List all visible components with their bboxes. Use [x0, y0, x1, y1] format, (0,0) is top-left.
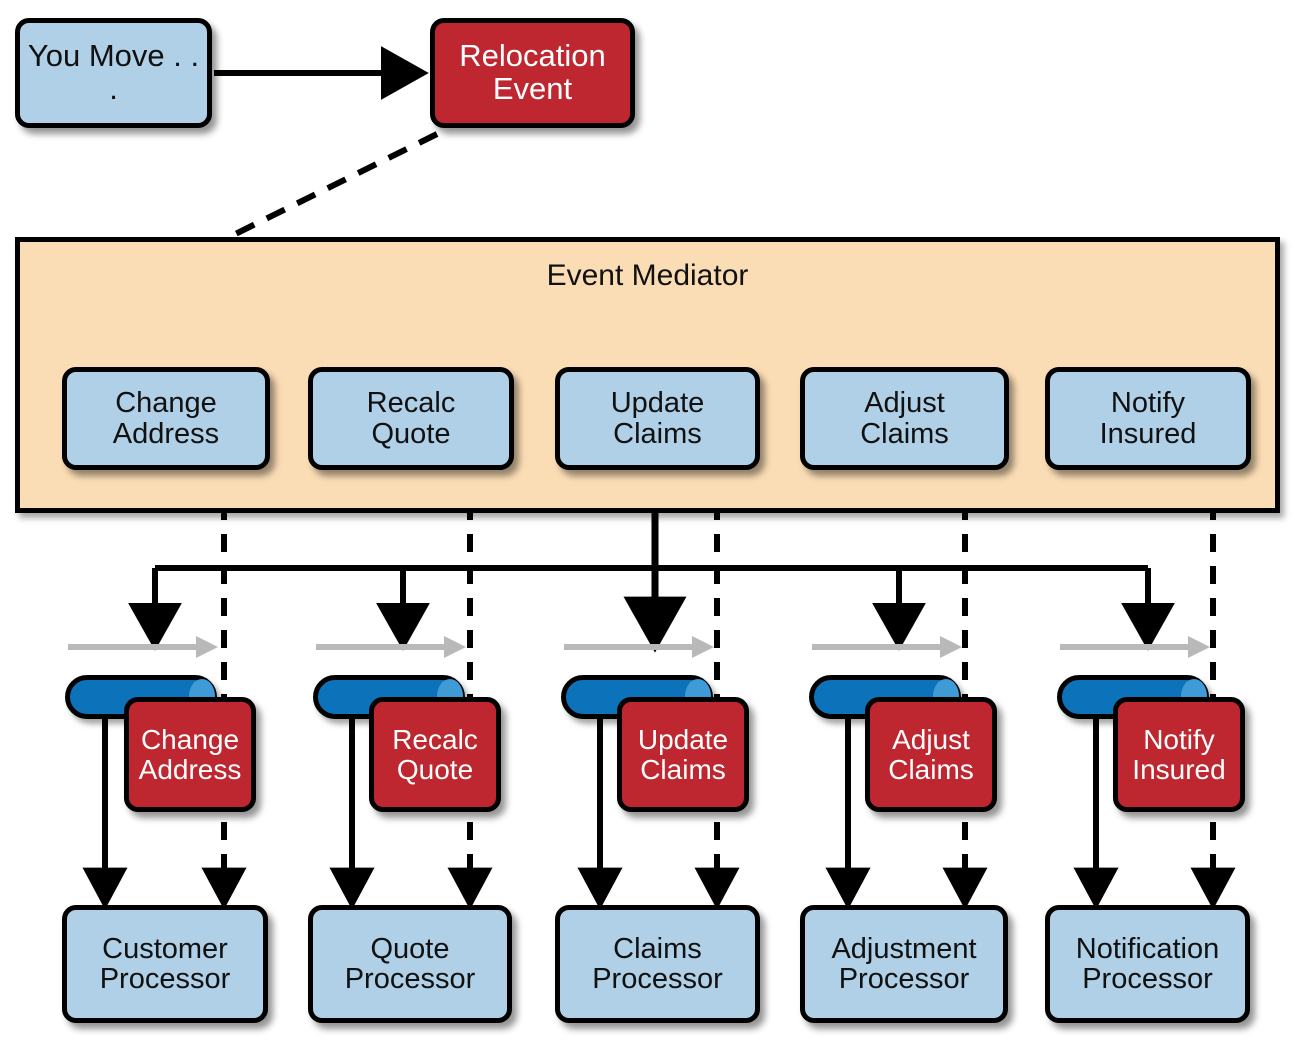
relocation-event-node[interactable]: Relocation Event	[430, 18, 635, 128]
processor-label: Customer Processor	[99, 932, 231, 995]
mediator-step-update-claims[interactable]: Update Claims	[555, 367, 760, 470]
message-flow-arrow-icon	[316, 636, 466, 658]
channel-event-label: Adjust Claims	[888, 724, 974, 785]
channel-event-update-claims[interactable]: Update Claims	[617, 697, 749, 812]
processor-label: Notification Processor	[1075, 932, 1220, 995]
channel-event-label: Notify Insured	[1132, 724, 1226, 785]
mediator-step-adjust-claims[interactable]: Adjust Claims	[800, 367, 1009, 470]
processor-customer[interactable]: Customer Processor	[62, 905, 268, 1023]
mediator-step-label: Update Claims	[610, 387, 705, 450]
mediator-step-label: Change Address	[112, 387, 220, 450]
mediator-step-label: Adjust Claims	[860, 387, 949, 450]
channel-event-recalc-quote[interactable]: Recalc Quote	[369, 697, 501, 812]
channel-event-label: Update Claims	[637, 724, 729, 785]
channel-event-notify-insured[interactable]: Notify Insured	[1113, 697, 1245, 812]
message-flow-arrow-icon	[564, 636, 714, 658]
processor-notification[interactable]: Notification Processor	[1045, 905, 1250, 1023]
channel-event-label: Recalc Quote	[392, 724, 478, 785]
dashed-drop-lines	[201, 470, 1236, 910]
you-move-label: You Move . . .	[27, 38, 200, 106]
processor-label: Quote Processor	[344, 932, 476, 995]
processor-claims[interactable]: Claims Processor	[555, 905, 760, 1023]
queue-to-processor-lines	[82, 712, 1119, 910]
message-flow-arrow-icon	[68, 636, 218, 658]
channel-event-change-address[interactable]: Change Address	[124, 697, 256, 812]
message-flow-arrow-icon	[1060, 636, 1210, 658]
processor-label: Adjustment Processor	[831, 932, 977, 995]
channel-event-adjust-claims[interactable]: Adjust Claims	[865, 697, 997, 812]
relocation-event-label: Relocation Event	[459, 38, 606, 106]
processor-adjustment[interactable]: Adjustment Processor	[800, 905, 1008, 1023]
channel-event-label: Change Address	[138, 724, 242, 785]
mediator-step-recalc-quote[interactable]: Recalc Quote	[308, 367, 514, 470]
channel-distribution-bar	[128, 565, 1175, 651]
processor-quote[interactable]: Quote Processor	[308, 905, 512, 1023]
mediator-step-change-address[interactable]: Change Address	[62, 367, 270, 470]
event-mediator-title: Event Mediator	[546, 259, 749, 292]
mediator-step-label: Notify Insured	[1099, 387, 1197, 450]
mediator-step-notify-insured[interactable]: Notify Insured	[1045, 367, 1251, 470]
processor-label: Claims Processor	[592, 932, 723, 995]
mediator-step-label: Recalc Quote	[366, 387, 456, 450]
you-move-node[interactable]: You Move . . .	[15, 18, 212, 128]
message-flow-arrow-icon	[812, 636, 962, 658]
